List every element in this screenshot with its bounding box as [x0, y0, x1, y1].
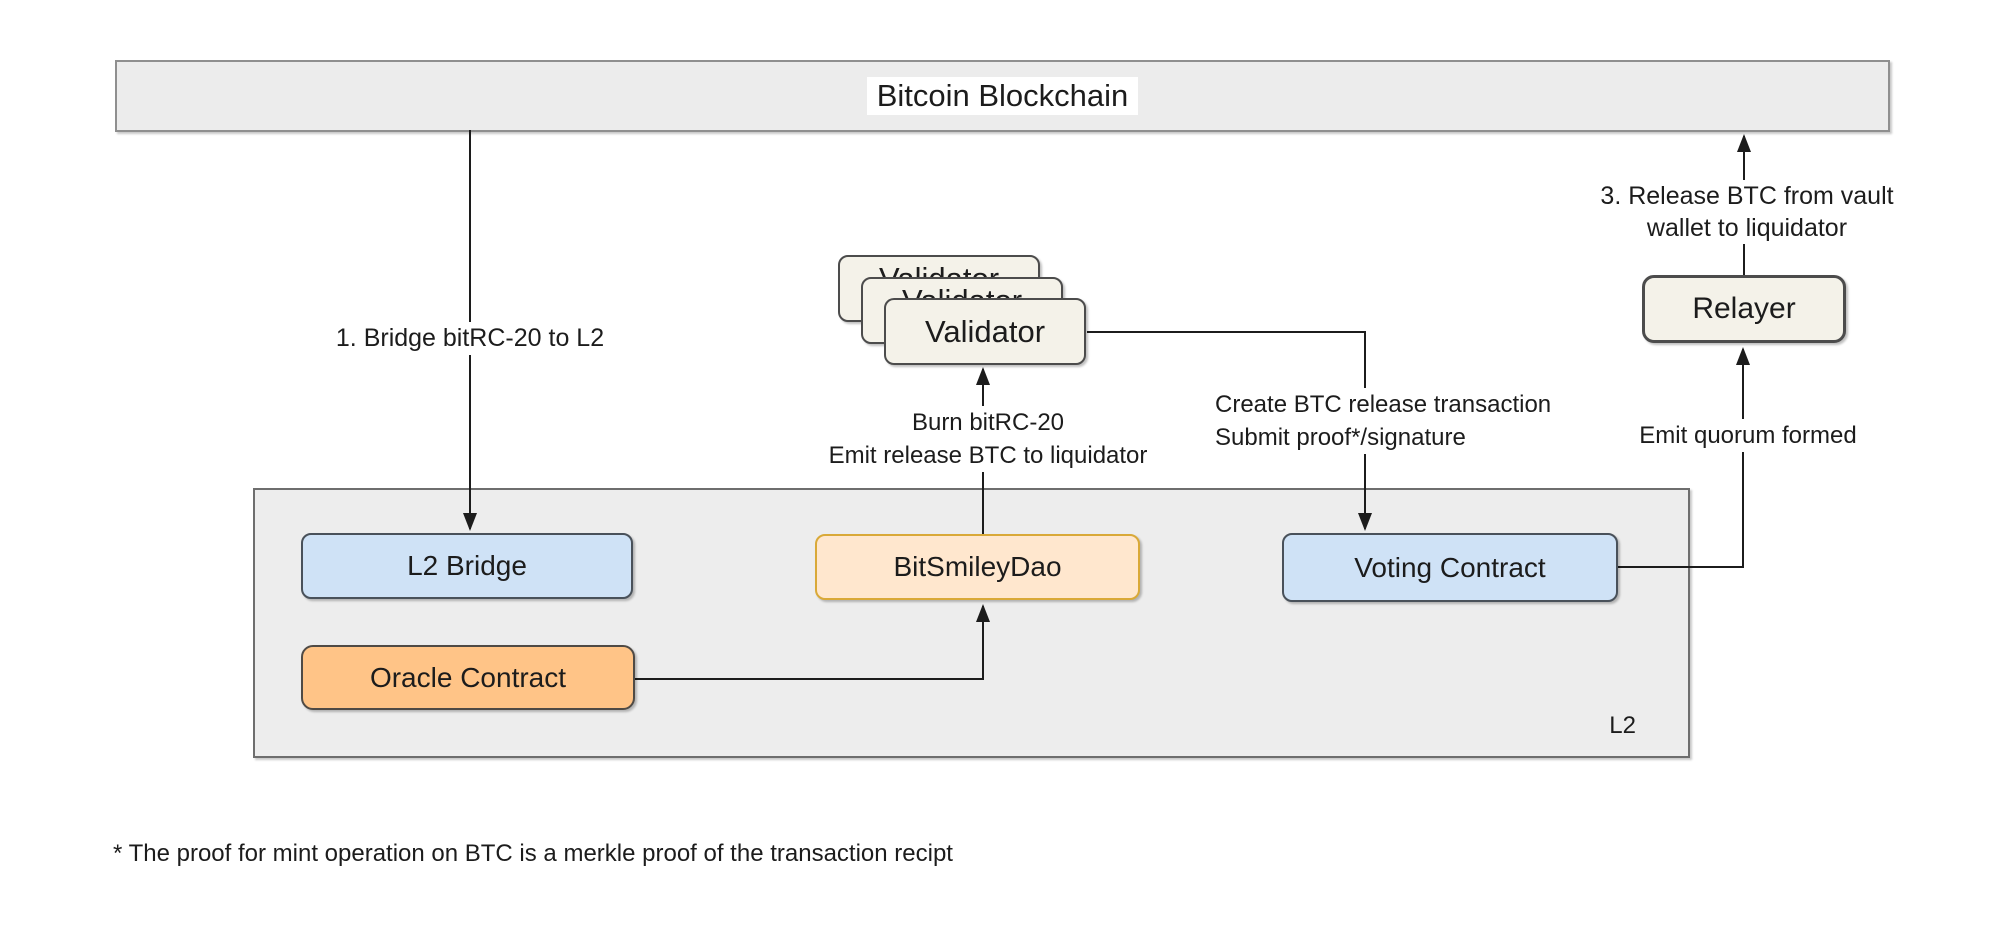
- edge-label-release-btc: 3. Release BTC from vault wallet to liqu…: [1594, 180, 1900, 244]
- edge-label-create-line1: Create BTC release transaction: [1215, 391, 1552, 418]
- edge-oracle-to-bitsmileydao-arrow: [635, 604, 990, 680]
- l2-container-label: L2: [1609, 712, 1636, 739]
- relayer-node: Relayer: [1642, 275, 1846, 343]
- relayer-label: Relayer: [1692, 292, 1796, 325]
- edge-voting-to-relayer-arrow: [1618, 347, 1750, 568]
- l2-bridge-node: L2 Bridge: [301, 533, 633, 599]
- edge-label-burn-line1: Burn bitRC-20: [911, 409, 1065, 436]
- bitcoin-blockchain-label: Bitcoin Blockchain: [866, 77, 1139, 115]
- edge-label-create-release-tx: Create BTC release transaction Submit pr…: [1209, 388, 1558, 454]
- edge-validator-to-voting-arrow: [1087, 331, 1372, 531]
- bitsmileydao-node: BitSmileyDao: [815, 534, 1140, 600]
- l2-bridge-label: L2 Bridge: [407, 550, 527, 581]
- edge-label-bridge-bitrc20: 1. Bridge bitRC-20 to L2: [329, 322, 611, 355]
- edge-label-burn-line2: Emit release BTC to liquidator: [828, 442, 1148, 469]
- validator-label: Validator: [924, 313, 1046, 349]
- oracle-contract-node: Oracle Contract: [301, 645, 635, 710]
- edge-label-burn-bitrc20: Burn bitRC-20 Emit release BTC to liquid…: [822, 406, 1154, 472]
- footnote-merkle-proof: * The proof for mint operation on BTC is…: [113, 840, 953, 867]
- edge-label-release-line1: 3. Release BTC from vault: [1600, 182, 1894, 210]
- bitsmileydao-label: BitSmileyDao: [893, 551, 1062, 582]
- edge-label-quorum-formed: Emit quorum formed: [1633, 419, 1863, 452]
- bitcoin-blockchain-bar: Bitcoin Blockchain: [115, 60, 1890, 132]
- oracle-contract-label: Oracle Contract: [369, 661, 567, 693]
- voting-contract-label: Voting Contract: [1354, 551, 1546, 583]
- edge-label-release-line2: wallet to liquidator: [1646, 214, 1848, 242]
- validator-node: Validator: [884, 298, 1086, 365]
- edge-label-create-line2: Submit proof*/signature: [1215, 424, 1466, 451]
- voting-contract-node: Voting Contract: [1282, 533, 1618, 602]
